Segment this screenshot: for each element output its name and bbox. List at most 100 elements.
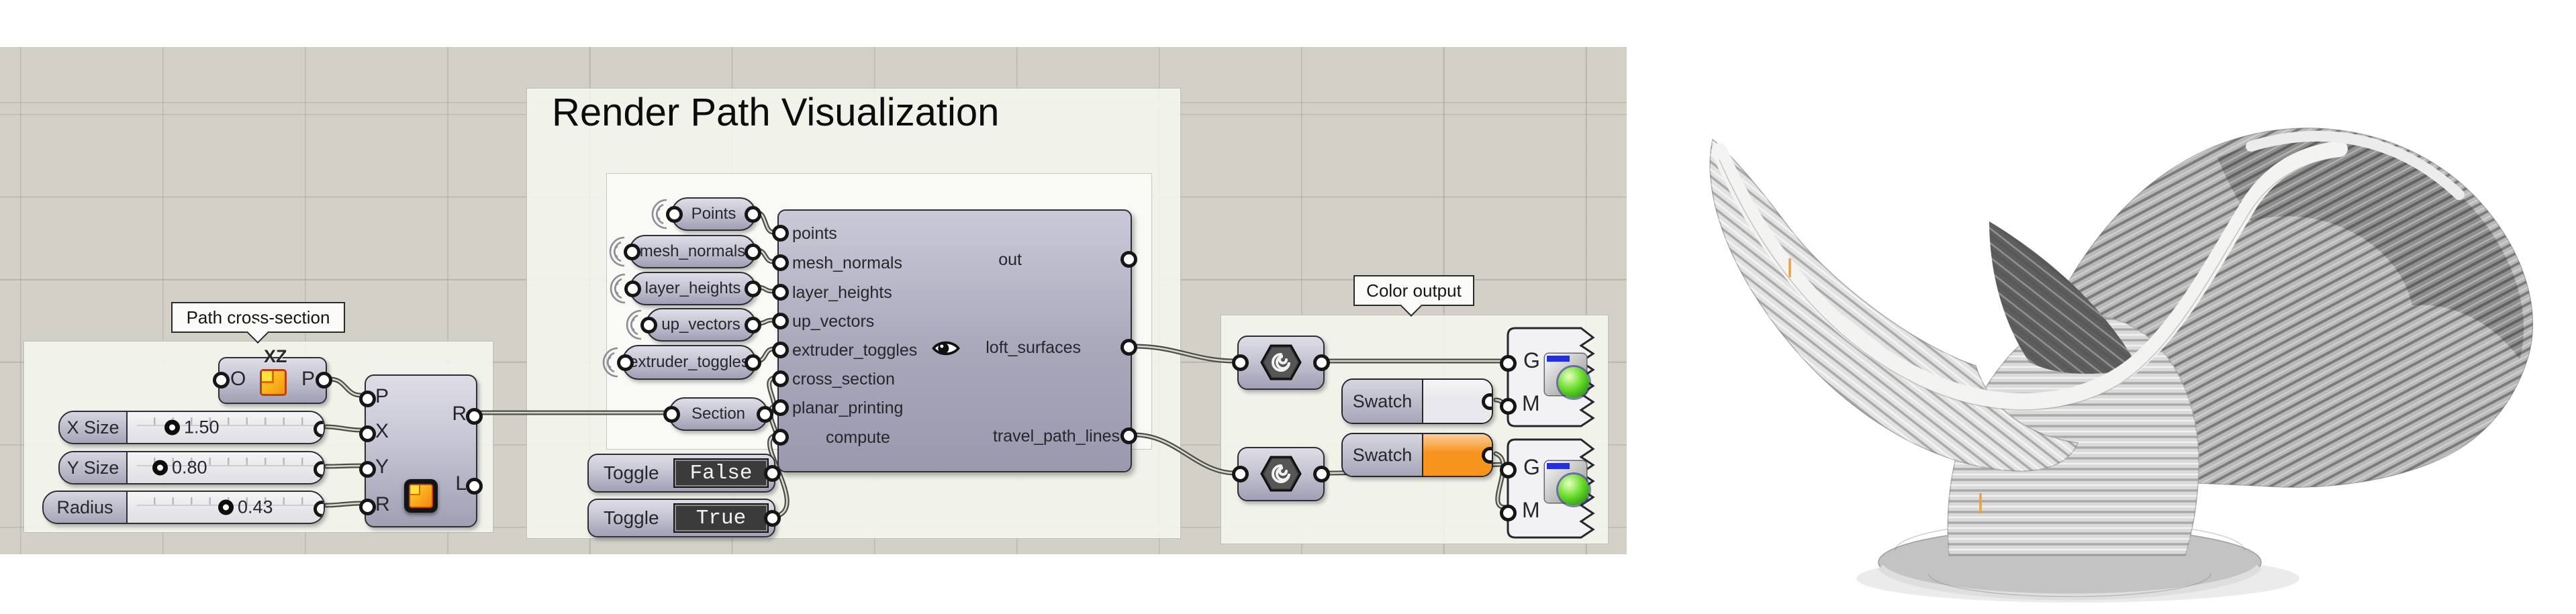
output-port[interactable] bbox=[314, 501, 324, 517]
input-label: O bbox=[230, 368, 246, 390]
input-port[interactable] bbox=[1232, 354, 1249, 371]
boolean-toggle-planar[interactable]: Toggle False bbox=[587, 454, 781, 493]
input-port[interactable] bbox=[624, 280, 641, 297]
input-port[interactable] bbox=[663, 406, 680, 423]
swatch-label: Swatch bbox=[1343, 380, 1423, 423]
tooltip-color-output: Color output bbox=[1353, 275, 1474, 317]
input-port[interactable] bbox=[1500, 505, 1517, 521]
slider-track[interactable]: 0.43 bbox=[128, 492, 324, 523]
input-port[interactable] bbox=[359, 461, 376, 478]
viewport-3d[interactable] bbox=[1627, 0, 2576, 614]
rectangle-component[interactable]: P X Y R R L bbox=[359, 374, 483, 527]
input-port[interactable] bbox=[624, 244, 640, 260]
output-port[interactable] bbox=[1313, 466, 1330, 482]
input-port[interactable] bbox=[213, 372, 230, 389]
wire-layer bbox=[324, 210, 1508, 519]
script-component[interactable]: points mesh_normals layer_heights up_vec… bbox=[772, 209, 1137, 472]
output-port[interactable] bbox=[1313, 354, 1330, 371]
swirl-icon bbox=[1260, 344, 1302, 380]
input-port[interactable] bbox=[1232, 466, 1249, 482]
output-port[interactable] bbox=[1120, 427, 1137, 444]
colour-swatch-light[interactable]: Swatch bbox=[1341, 378, 1493, 424]
output-port[interactable] bbox=[466, 478, 483, 495]
input-port[interactable] bbox=[1500, 462, 1517, 478]
input-port[interactable] bbox=[772, 399, 789, 416]
pill-label: up_vectors bbox=[661, 315, 741, 334]
input-port[interactable] bbox=[359, 425, 376, 442]
custom-preview-component-2[interactable]: G M bbox=[1500, 438, 1607, 539]
input-port[interactable] bbox=[666, 206, 683, 223]
wireless-icon bbox=[651, 199, 667, 229]
output-port[interactable] bbox=[1482, 447, 1492, 464]
input-port[interactable] bbox=[772, 254, 789, 271]
pill-layer-heights[interactable]: layer_heights bbox=[610, 272, 761, 305]
input-label: P bbox=[375, 385, 389, 407]
input-port[interactable] bbox=[1500, 398, 1517, 415]
output-port[interactable] bbox=[764, 510, 781, 527]
slider-knob[interactable] bbox=[152, 460, 168, 476]
slider-track[interactable]: 0.80 bbox=[128, 452, 324, 483]
slider-knob[interactable] bbox=[218, 499, 234, 515]
input-label: G bbox=[1523, 455, 1540, 479]
boolean-toggle-compute[interactable]: Toggle True bbox=[587, 499, 781, 538]
input-port[interactable] bbox=[772, 225, 789, 242]
input-port[interactable] bbox=[359, 391, 376, 407]
colour-swatch-orange[interactable]: Swatch bbox=[1341, 433, 1493, 477]
node-canvas[interactable]: Render Path Visualization bbox=[0, 47, 1627, 554]
pill-label: extruder_toggles bbox=[629, 353, 749, 371]
input-port[interactable] bbox=[359, 499, 376, 515]
output-port[interactable] bbox=[1120, 251, 1137, 268]
pill-section[interactable]: Section bbox=[663, 397, 773, 431]
output-label: P bbox=[301, 368, 315, 390]
input-port[interactable] bbox=[772, 284, 789, 301]
input-port[interactable] bbox=[1500, 355, 1517, 372]
output-port[interactable] bbox=[757, 406, 773, 423]
toggle-value[interactable]: False bbox=[673, 458, 769, 488]
preview-shader-component-1[interactable] bbox=[1232, 336, 1330, 390]
custom-preview-component-1[interactable]: G M bbox=[1500, 327, 1607, 427]
output-port[interactable] bbox=[314, 461, 324, 478]
output-port[interactable] bbox=[745, 206, 761, 223]
slider-radius[interactable]: Radius 0.43 bbox=[42, 491, 325, 524]
output-label: out bbox=[998, 250, 1022, 269]
pill-mesh-normals[interactable]: mesh_normals bbox=[609, 235, 761, 268]
input-port[interactable] bbox=[617, 354, 634, 371]
input-port[interactable] bbox=[772, 370, 789, 387]
output-port[interactable] bbox=[314, 421, 324, 438]
pill-up-vectors[interactable]: up_vectors bbox=[626, 308, 761, 342]
output-port[interactable] bbox=[1120, 339, 1137, 356]
input-label: M bbox=[1522, 498, 1540, 522]
preview-shader-component-2[interactable] bbox=[1232, 447, 1330, 501]
output-port[interactable] bbox=[745, 244, 761, 260]
swatch-color[interactable] bbox=[1423, 434, 1492, 476]
input-port[interactable] bbox=[772, 342, 789, 358]
output-port[interactable] bbox=[745, 317, 761, 334]
pill-label: Section bbox=[691, 405, 746, 423]
input-port[interactable] bbox=[772, 313, 789, 329]
output-port[interactable] bbox=[745, 354, 761, 371]
output-port[interactable] bbox=[316, 372, 332, 389]
rectangle-icon bbox=[404, 479, 438, 513]
input-label: Y bbox=[375, 456, 389, 478]
toggle-value[interactable]: True bbox=[673, 503, 769, 533]
xz-plane-component[interactable]: XZ O P bbox=[213, 346, 332, 404]
pill-points[interactable]: Points bbox=[651, 197, 761, 231]
output-port[interactable] bbox=[466, 408, 483, 425]
eye-icon[interactable] bbox=[932, 338, 960, 358]
pill-extruder-toggles[interactable]: extruder_toggles bbox=[602, 345, 761, 380]
output-label: L bbox=[455, 472, 467, 495]
input-port[interactable] bbox=[640, 317, 657, 334]
slider-y-size[interactable]: Y Size 0.80 bbox=[58, 451, 325, 484]
swatch-color[interactable] bbox=[1423, 380, 1492, 423]
output-port[interactable] bbox=[1482, 393, 1492, 410]
input-port[interactable] bbox=[772, 429, 789, 446]
slider-track[interactable]: 1.50 bbox=[128, 412, 324, 443]
output-label: travel_path_lines bbox=[992, 427, 1120, 446]
slider-knob[interactable] bbox=[164, 419, 180, 436]
input-label: compute bbox=[826, 428, 890, 447]
input-label: mesh_normals bbox=[792, 254, 902, 272]
output-port[interactable] bbox=[745, 280, 761, 297]
input-label: X bbox=[375, 420, 389, 442]
input-label: extruder_toggles bbox=[792, 341, 918, 360]
slider-x-size[interactable]: X Size 1.50 bbox=[58, 411, 325, 444]
